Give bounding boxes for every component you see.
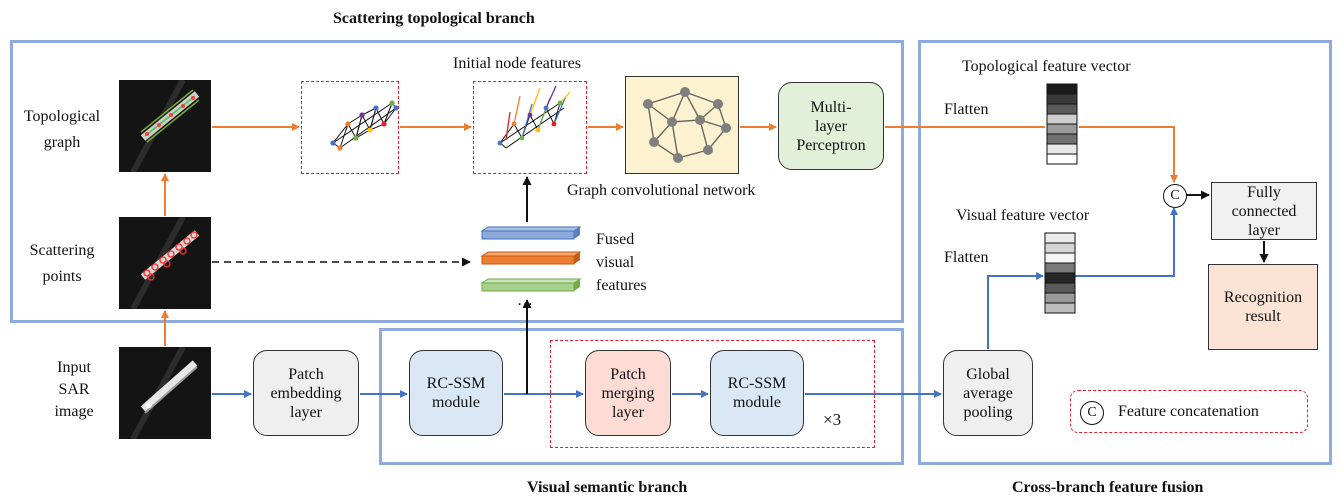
fc-label: Fully connected layer — [1231, 183, 1297, 239]
scattering-topological-region — [10, 40, 904, 323]
legend-text: Feature concatenation — [1118, 403, 1259, 420]
graph-construction-nodes — [330, 100, 399, 151]
input-sar-image — [119, 347, 211, 439]
legend-frame — [1070, 390, 1308, 433]
recognition-result-label: Recognition result — [1223, 289, 1303, 325]
mlp-box: Multi- layer Perceptron — [778, 82, 884, 170]
patch-merging-box: Patch merging layer — [585, 350, 671, 436]
gap-label: Global average pooling — [963, 365, 1013, 421]
arrow-gap-to-visual-vector — [987, 272, 1044, 349]
initial-node-feature-nodes — [497, 100, 563, 146]
graph-construction-frame — [301, 81, 399, 174]
visual-semantic-region — [379, 328, 904, 465]
topological-branch-title: Scattering topological branch — [333, 10, 535, 27]
visual-feature-vector — [1044, 232, 1076, 314]
topological-graph-image — [119, 80, 211, 172]
gcn-label: Graph convolutional network — [567, 182, 756, 199]
visual-feature-vector-label: Visual feature vector — [956, 207, 1090, 224]
graph-construction-sketch — [332, 102, 397, 149]
visual-branch-title: Visual semantic branch — [527, 479, 688, 496]
gcn-network-nodes — [643, 87, 731, 163]
rcssm-module-2-box: RC-SSM module — [710, 350, 804, 436]
global-average-pooling-box: Global average pooling — [943, 350, 1033, 436]
rcssm-module-1-label: RC-SSM module — [426, 375, 486, 411]
flatten-top-label: Flatten — [944, 101, 989, 118]
arrow-topo-vector-to-concat — [1079, 126, 1178, 183]
rcssm-module-1-box: RC-SSM module — [409, 350, 503, 436]
repeat-times-label: ×3 — [823, 410, 842, 429]
recognition-result-box: Recognition result — [1208, 264, 1318, 350]
fusion-title: Cross-branch feature fusion — [1012, 479, 1204, 496]
initial-node-features-label: Initial node features — [453, 55, 581, 72]
topological-graph-label: Topological graph — [23, 108, 101, 151]
concat-node: C — [1163, 184, 1187, 208]
topological-feature-vector — [1046, 83, 1078, 165]
mlp-label: Multi- layer Perceptron — [796, 98, 866, 154]
arrow-visual-vector-to-concat — [1075, 207, 1178, 277]
patch-embedding-box: Patch embedding layer — [253, 350, 359, 436]
scattering-points-label: Scattering points — [29, 242, 95, 285]
patch-embedding-label: Patch embedding layer — [270, 365, 342, 421]
fused-visual-features-label: Fused visual features — [596, 231, 647, 294]
initial-node-feature-spikes — [505, 85, 571, 141]
input-sar-label: Input SAR image — [54, 359, 94, 420]
fused-feature-bars — [480, 226, 582, 292]
topological-feature-vector-label: Topological feature vector — [962, 58, 1131, 75]
flatten-bottom-label: Flatten — [944, 249, 989, 266]
fully-connected-layer-box-body: Fully connected layer — [1211, 182, 1317, 240]
scattering-points-image — [119, 217, 211, 309]
initial-node-features-frame — [473, 81, 587, 174]
fully-connected-layer-box — [1211, 182, 1317, 240]
legend-concat-symbol: C — [1080, 401, 1104, 425]
cross-branch-fusion-region — [918, 40, 1332, 465]
rcssm-module-2-label: RC-SSM module — [727, 375, 787, 411]
patch-merging-label: Patch merging layer — [601, 365, 655, 421]
